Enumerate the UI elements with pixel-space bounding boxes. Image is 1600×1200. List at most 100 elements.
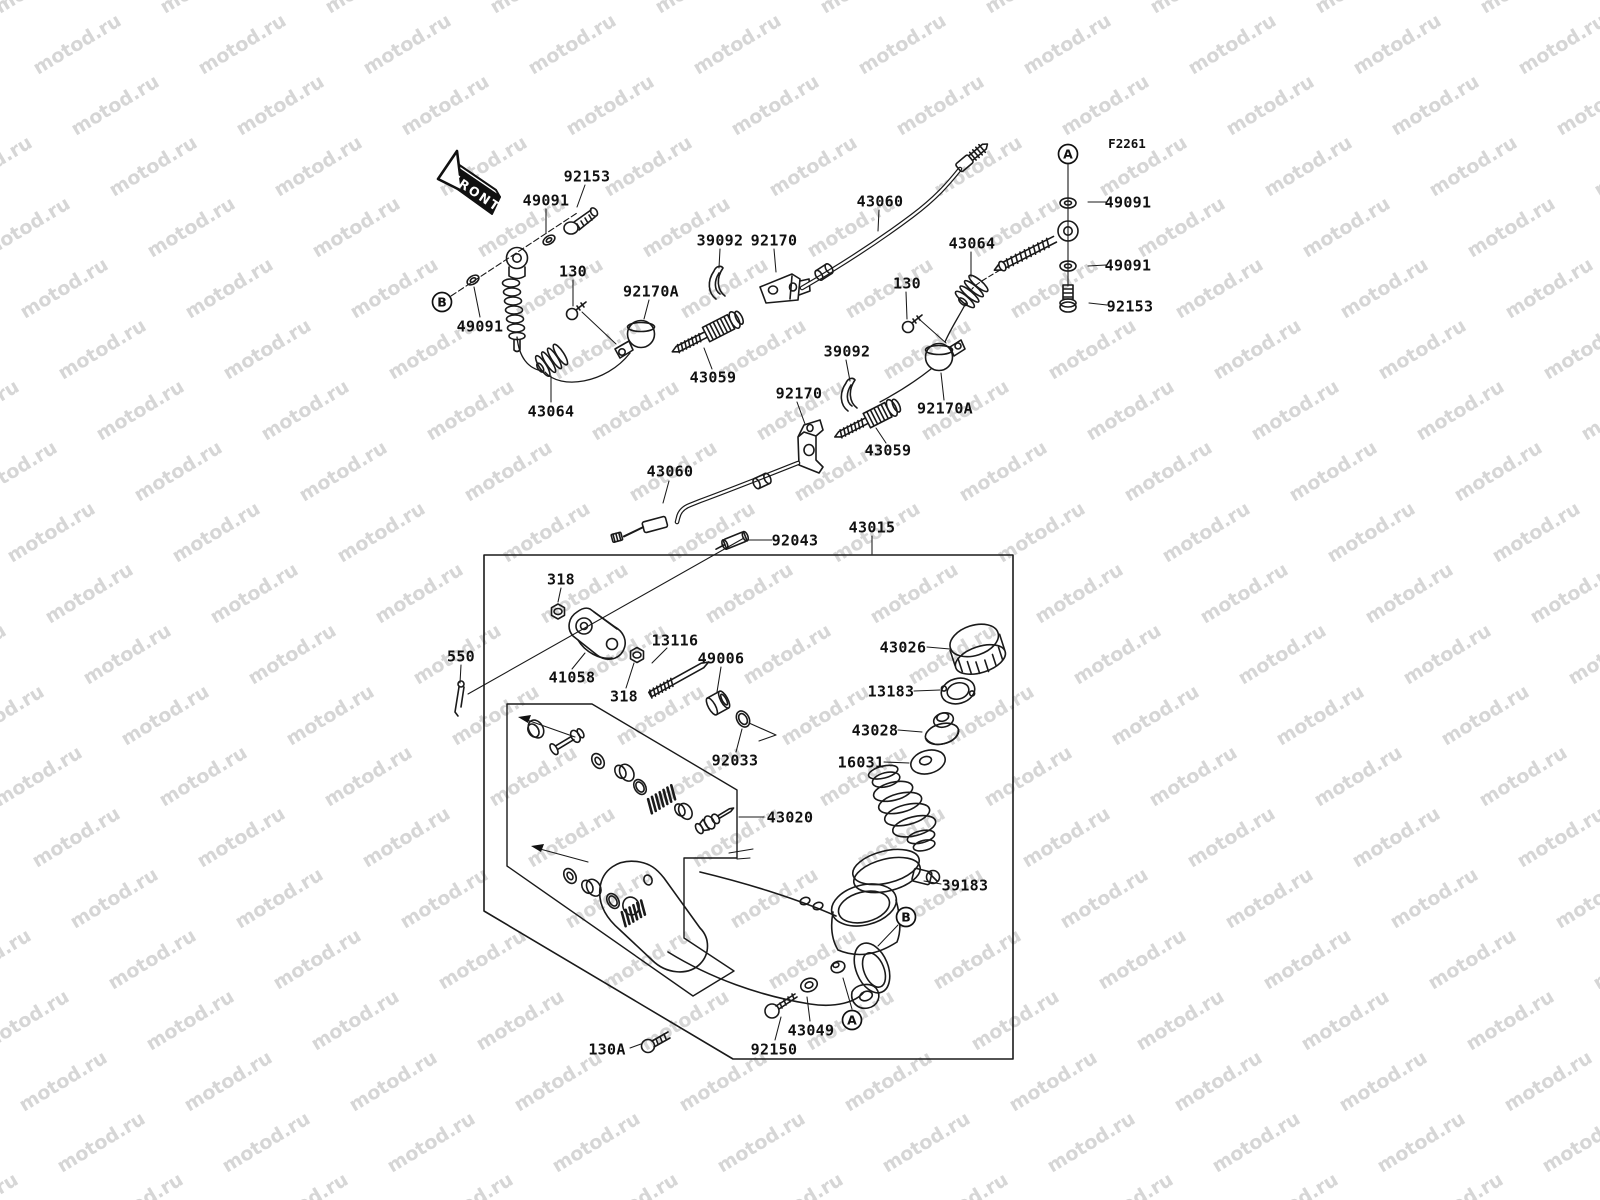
- watermark-text: motod.ru: [1056, 864, 1152, 934]
- watermark-text: motod.ru: [1057, 71, 1153, 141]
- part-label-92170: 92170: [776, 385, 823, 403]
- watermark-text: motod.ru: [397, 71, 493, 141]
- view-ref-A: A: [841, 1009, 863, 1031]
- watermark-text: motod.ru: [345, 1047, 441, 1117]
- watermark-text: motod.ru: [1463, 193, 1559, 263]
- clamp-group-left: [565, 301, 656, 359]
- watermark-text: motod.ru: [1196, 559, 1292, 629]
- watermark-text: motod.ru: [346, 254, 442, 324]
- watermark-text: motod.ru: [751, 1169, 847, 1200]
- watermark-text: motod.ru: [257, 376, 353, 446]
- clamp-group-right: [879, 314, 966, 403]
- svg-text:B: B: [901, 910, 911, 925]
- watermark-text: motod.ru: [0, 681, 48, 751]
- watermark-text: motod.ru: [1107, 681, 1203, 751]
- part-label-318: 318: [610, 688, 638, 706]
- watermark-text: motod.ru: [1285, 437, 1381, 507]
- watermark-text: motod.ru: [1019, 10, 1115, 80]
- part-label-43015: 43015: [849, 519, 896, 537]
- clamp-39183: [851, 848, 941, 894]
- part-label-550: 550: [447, 648, 475, 666]
- watermark-text: motod.ru: [523, 803, 619, 873]
- watermark-text: motod.ru: [1006, 254, 1102, 324]
- bracket-92170-left: [759, 273, 811, 304]
- watermark-text: motod.ru: [1361, 559, 1457, 629]
- watermark-text: motod.ru: [3, 498, 99, 568]
- clip-39092-left: [708, 265, 726, 300]
- watermark-text: motod.ru: [206, 559, 302, 629]
- watermark-text: motod.ru: [1412, 376, 1508, 446]
- part-label-43064: 43064: [528, 403, 575, 421]
- watermark-text: motod.ru: [256, 1169, 352, 1200]
- watermark-text: motod.ru: [130, 437, 226, 507]
- reservoir-bellows: [867, 764, 937, 852]
- watermark-text: motod.ru: [1170, 1047, 1266, 1117]
- watermark-text: motod.ru: [0, 376, 23, 446]
- nut-318-a: [550, 603, 566, 620]
- watermark-text: motod.ru: [0, 132, 36, 202]
- watermark-text: motod.ru: [726, 864, 822, 934]
- watermark-text: motod.ru: [0, 986, 73, 1056]
- watermark-text: motod.ru: [1082, 376, 1178, 446]
- view-ref-B: B: [895, 906, 917, 928]
- watermark-text: motod.ru: [1576, 1169, 1600, 1200]
- watermark-text: motod.ru: [0, 742, 86, 812]
- cup-43028: [924, 711, 960, 746]
- watermark-text: motod.ru: [1311, 0, 1407, 18]
- watermark-text: motod.ru: [1411, 1169, 1507, 1200]
- adjuster-43059-right: [833, 398, 902, 439]
- clamp-92170A-right: [924, 342, 954, 372]
- watermark-text: motod.ru: [942, 681, 1038, 751]
- watermark-text: motod.ru: [637, 986, 733, 1056]
- part-label-318: 318: [547, 571, 575, 589]
- watermark-text: motod.ru: [383, 1108, 479, 1178]
- watermark-text: motod.ru: [1589, 925, 1600, 995]
- watermark-text: motod.ru: [1145, 742, 1241, 812]
- part-label-13183: 13183: [868, 683, 915, 701]
- watermark-text: motod.ru: [67, 71, 163, 141]
- watermark-text: motod.ru: [993, 498, 1089, 568]
- watermark-text: motod.ru: [104, 925, 200, 995]
- watermark-text: motod.ru: [1386, 864, 1482, 934]
- watermark-text: motod.ru: [1424, 925, 1520, 995]
- inner-kit-box-43020: [506, 703, 738, 997]
- watermark-text: motod.ru: [282, 681, 378, 751]
- watermark-text: motod.ru: [1500, 1047, 1596, 1117]
- watermark-text: motod.ru: [1158, 498, 1254, 568]
- leader-lines: [459, 184, 1108, 1049]
- watermark-text: motod.ru: [701, 559, 797, 629]
- watermark-text: motod.ru: [168, 498, 264, 568]
- watermark-text: motod.ru: [54, 315, 150, 385]
- watermark-text: motod.ru: [29, 10, 125, 80]
- watermark-text: motod.ru: [1476, 0, 1572, 18]
- damper-43064-right: [954, 274, 989, 309]
- watermark-text: motod.ru: [1081, 1169, 1177, 1200]
- watermark-text: motod.ru: [651, 0, 747, 18]
- view-ref-B: B: [431, 291, 453, 313]
- watermark-text: motod.ru: [143, 193, 239, 263]
- watermark-text: motod.ru: [878, 1108, 974, 1178]
- svg-text:A: A: [1063, 147, 1073, 162]
- watermark-text: motod.ru: [854, 10, 950, 80]
- nut-318-b: [629, 646, 645, 664]
- watermark-text: motod.ru: [193, 803, 289, 873]
- part-label-43049: 43049: [788, 1022, 835, 1040]
- watermark-text: motod.ru: [1387, 71, 1483, 141]
- part-label-43060: 43060: [857, 193, 904, 211]
- part-label-39092: 39092: [697, 232, 744, 250]
- watermark-text: motod.ru: [92, 376, 188, 446]
- watermark-text: motod.ru: [1425, 132, 1521, 202]
- watermark-text: motod.ru: [16, 254, 112, 324]
- watermark-text: motod.ru: [15, 1047, 111, 1117]
- bolt-92150: [764, 993, 798, 1019]
- watermark-text: motod.ru: [270, 132, 366, 202]
- watermark-text: motod.ru: [586, 1169, 682, 1200]
- watermark-text: motod.ru: [548, 1108, 644, 1178]
- watermark-text: motod.ru: [1501, 254, 1597, 324]
- watermark-text: motod.ru: [1323, 498, 1419, 568]
- watermark-text: motod.ru: [1184, 10, 1280, 80]
- watermark-text: motod.ru: [371, 559, 467, 629]
